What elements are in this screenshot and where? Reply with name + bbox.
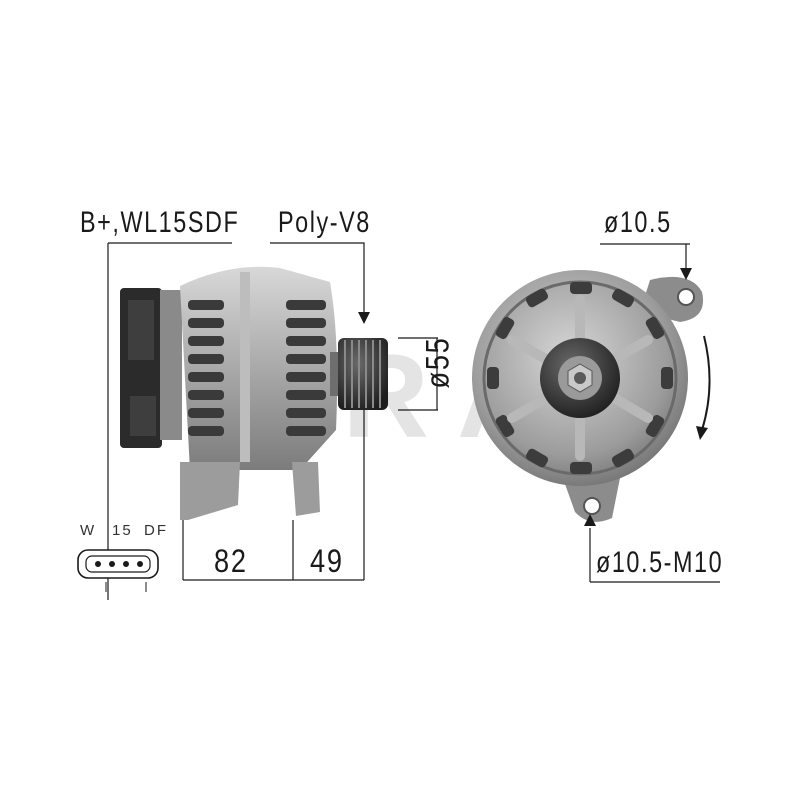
bottom-hole-arrow-icon: [584, 514, 596, 526]
length-front-label: 49: [310, 543, 344, 579]
alternator-side-view: [120, 266, 388, 520]
alternator-front-view: [472, 270, 704, 522]
pin-label-df: DF: [144, 522, 168, 539]
pulley-arrow-icon: [358, 312, 370, 324]
rotation-arrow: [701, 335, 711, 431]
connector-label: B+,WL15SDF: [80, 206, 240, 239]
mount-foot-front: [292, 462, 320, 516]
top-hole-arrow-icon: [680, 268, 692, 280]
top-hole-label: ø10.5: [604, 206, 672, 239]
bottom-hole-label: ø10.5-M10: [596, 546, 724, 579]
rotation-arrow-icon: [696, 426, 708, 440]
pulley-side: [338, 338, 388, 410]
plug-connector-diagram: [77, 549, 159, 592]
pin-label-15: 15: [112, 522, 133, 539]
pulley-diameter-label: ø55: [419, 336, 456, 389]
pulley-type-label: Poly-V8: [278, 206, 371, 239]
dimension-lines: [107, 242, 438, 600]
pin-label-w: W: [80, 522, 97, 539]
length-body-label: 82: [214, 543, 248, 579]
mount-foot-rear: [180, 462, 240, 520]
alternator-body: [180, 266, 338, 470]
fan-vents: [487, 282, 673, 474]
